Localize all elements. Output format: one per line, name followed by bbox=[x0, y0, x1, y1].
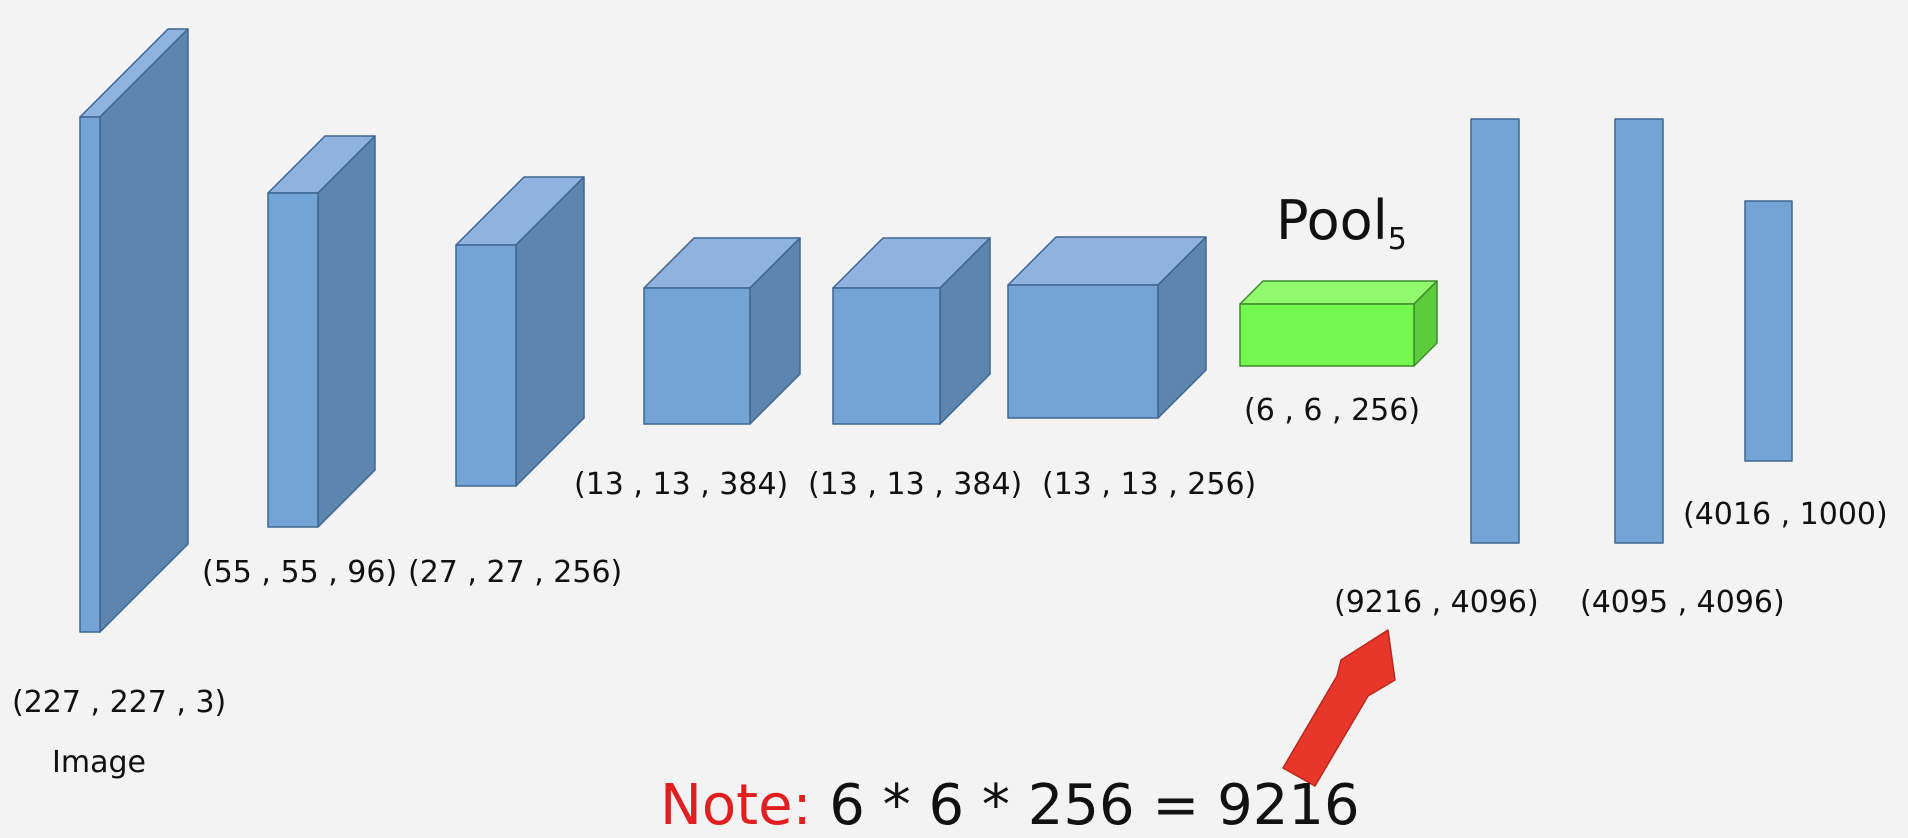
conv1-layer-block-front-face bbox=[267, 192, 319, 528]
conv2-shape-label: (27 , 27 , 256) bbox=[408, 555, 623, 590]
fc7-layer-block bbox=[1614, 118, 1664, 544]
conv5-shape-label: (13 , 13 , 256) bbox=[1042, 467, 1257, 502]
conv4-layer-block bbox=[832, 237, 991, 425]
conv3-layer-block-front-face bbox=[643, 287, 751, 425]
note-text: Note: 6 * 6 * 256 = 9216 bbox=[660, 778, 1360, 834]
input-name-label: Image bbox=[52, 745, 146, 780]
layers-svg bbox=[79, 28, 1793, 787]
input-layer-block-side-face bbox=[99, 28, 189, 633]
input-layer-block-front-face bbox=[79, 116, 101, 633]
conv4-layer-block-front-face bbox=[832, 287, 941, 425]
conv3-shape-label: (13 , 13 , 384) bbox=[574, 467, 789, 502]
conv2-layer-block bbox=[455, 176, 585, 487]
fc7-shape-label: (4095 , 4096) bbox=[1580, 585, 1785, 620]
pool5-layer-block-top-face bbox=[1239, 280, 1438, 305]
fc8-layer-block-front-face bbox=[1744, 200, 1793, 462]
conv4-shape-label: (13 , 13 , 384) bbox=[808, 467, 1023, 502]
input-shape-label: (227 , 227 , 3) bbox=[12, 685, 227, 720]
input-layer-block bbox=[79, 28, 189, 633]
conv1-layer-block-side-face bbox=[317, 135, 376, 528]
note-label: Note: bbox=[660, 773, 812, 838]
fc6-layer-block-front-face bbox=[1470, 118, 1520, 544]
fc6-layer-block bbox=[1470, 118, 1520, 544]
conv1-layer-block bbox=[267, 135, 376, 528]
fc7-layer-block-front-face bbox=[1614, 118, 1664, 544]
conv5-layer-block-front-face bbox=[1007, 284, 1159, 419]
fc8-shape-label: (4016 , 1000) bbox=[1683, 497, 1888, 532]
pool5-title: Pool5 bbox=[1276, 189, 1407, 257]
fc6-shape-label: (9216 , 4096) bbox=[1334, 585, 1539, 620]
pool5-layer-block-front-face bbox=[1239, 303, 1415, 367]
conv2-layer-block-front-face bbox=[455, 244, 517, 487]
conv5-layer-block bbox=[1007, 236, 1207, 419]
conv1-shape-label: (55 , 55 , 96) bbox=[202, 555, 398, 590]
conv3-layer-block bbox=[643, 237, 801, 425]
red-arrow bbox=[1282, 629, 1396, 787]
note-equation: 6 * 6 * 256 = 9216 bbox=[829, 773, 1360, 838]
alexnet-architecture-diagram: Pool5 (227 , 227 , 3) Image (55 , 55 , 9… bbox=[12, 28, 1888, 834]
fc8-layer-block bbox=[1744, 200, 1793, 462]
pool5-layer-block bbox=[1239, 280, 1438, 367]
pool5-shape-label: (6 , 6 , 256) bbox=[1244, 393, 1421, 428]
